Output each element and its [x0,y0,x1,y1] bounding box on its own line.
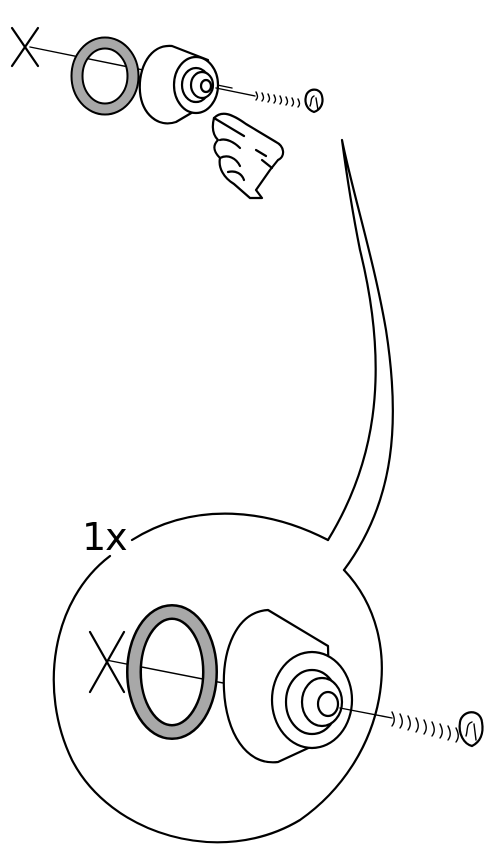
cone-cap-bottom [222,608,354,764]
quantity-label: 1x [82,515,128,559]
screw-top [215,87,324,114]
cross-mark-icon [10,26,40,68]
washer-ring-bottom [126,604,218,740]
cone-cap-top [138,44,220,125]
top-assembly [10,26,324,200]
pointing-hand-icon [211,112,285,200]
washer-ring-top [70,36,140,116]
screw-bottom [339,707,484,748]
callout-tail [326,138,395,572]
zoom-callout-circle [52,554,383,844]
bottom-assembly [88,604,484,764]
cross-mark-icon [88,630,126,694]
zoom-callout-arc-top [130,512,330,542]
